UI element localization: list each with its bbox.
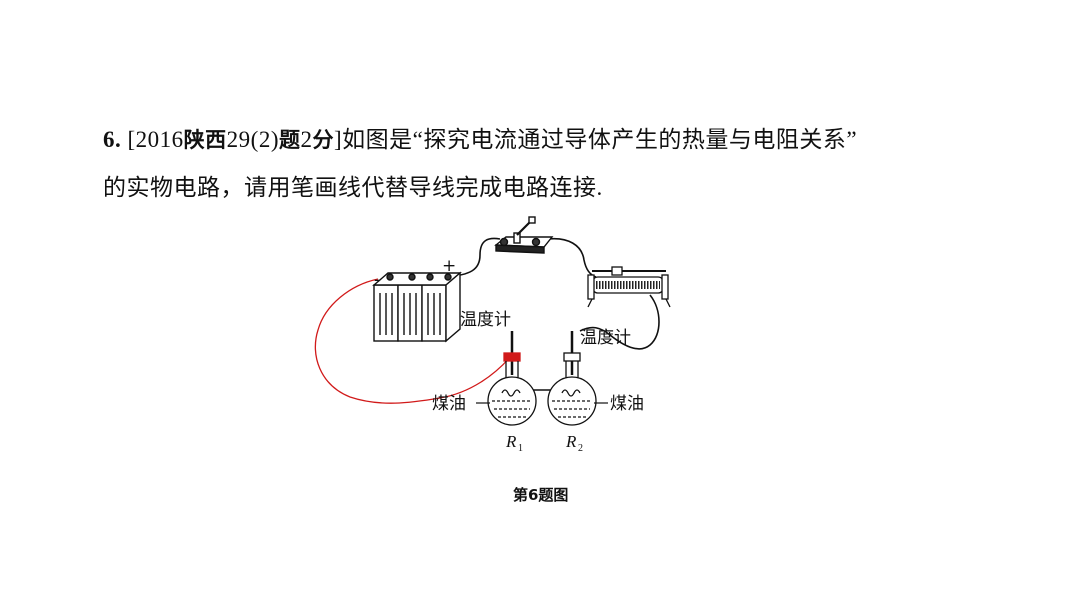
r2-subscript: 2 [578,443,583,454]
wire-rheostat-r2 [579,294,660,350]
question-number: 6. [103,127,122,152]
red-hand-drawn-wire [314,278,513,404]
source-close: ] [334,127,343,152]
knife-switch [494,216,554,254]
question-text-1: 如图是“探究电流通过导体产生的热量与电阻关系” [342,127,858,152]
source-tag: 题 [279,128,301,152]
minus-sign: - [374,270,380,290]
source-open: [2016 [127,127,184,152]
source-score-unit: 分 [312,128,334,152]
oil-label-1: 煤油 [432,394,466,414]
r2-letter: R [565,432,577,451]
source-score-num: 2 [300,127,313,152]
source-num: 29(2) [226,127,279,152]
source-place: 陕西 [183,128,227,152]
wire-battery-switch [445,237,501,278]
thermometer-label-1: 温度计 [460,310,511,330]
question-line-2: 的实物电路，请用笔画线代替导线完成电路连接. [103,168,603,202]
oil-label-2: 煤油 [610,394,644,414]
figure-caption: 第6题图 [513,486,569,504]
wire-switch-rheostat [547,237,597,278]
thermometer-label-2: 温度计 [580,328,631,348]
circuit-figure: - + 温度计 温度计 [314,216,671,454]
flask-r2 [547,331,597,426]
question-line-1: 6. [2016陕西29(2)题2分]如图是“探究电流通过导体产生的热量与电阻关… [103,120,857,154]
question-text-2: 的实物电路，请用笔画线代替导线完成电路连接. [103,175,603,200]
rheostat [587,266,671,308]
r1-letter: R [505,432,517,451]
flask-r1 [487,331,537,426]
plus-sign: + [442,256,456,276]
battery-pack [372,271,462,343]
r1-subscript: 1 [518,443,523,454]
